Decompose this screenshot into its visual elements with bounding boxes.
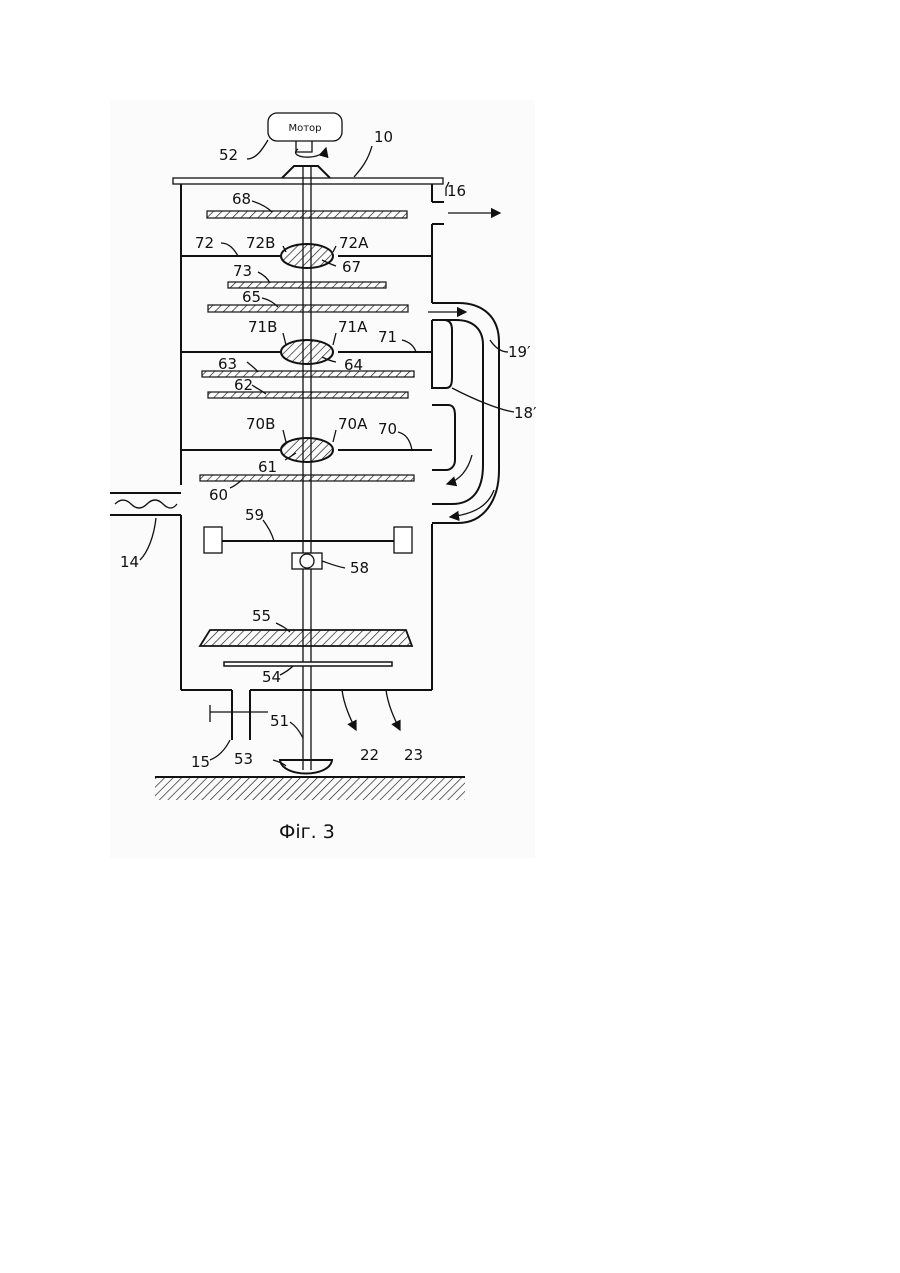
label-71B: 71B [248, 318, 277, 336]
disc-65 [208, 305, 408, 312]
rotor-64 [281, 340, 333, 364]
label-15: 15 [191, 753, 210, 771]
label-59: 59 [245, 506, 264, 524]
label-64: 64 [344, 356, 363, 374]
top-lid [173, 178, 443, 184]
label-70: 70 [378, 420, 397, 438]
label-67: 67 [342, 258, 361, 276]
label-70B: 70B [246, 415, 275, 433]
label-68: 68 [232, 190, 251, 208]
label-73: 73 [233, 262, 252, 280]
label-18: 18′ [514, 404, 537, 422]
label-53: 53 [234, 750, 253, 768]
label-51: 51 [270, 712, 289, 730]
label-55: 55 [252, 607, 271, 625]
label-62: 62 [234, 376, 253, 394]
disc-54 [224, 662, 392, 666]
label-71: 71 [378, 328, 397, 346]
label-72B: 72B [246, 234, 275, 252]
label-72A: 72A [339, 234, 369, 252]
label-58: 58 [350, 559, 369, 577]
disc-55 [200, 630, 412, 646]
label-52: 52 [219, 146, 238, 164]
disc-68 [207, 211, 407, 218]
label-70A: 70A [338, 415, 368, 433]
label-71A: 71A [338, 318, 368, 336]
label-60: 60 [209, 486, 228, 504]
label-72: 72 [195, 234, 214, 252]
rotor-67 [281, 244, 333, 268]
label-19: 19′ [508, 343, 531, 361]
floor-hatch [155, 778, 465, 800]
label-16: 16 [447, 182, 466, 200]
label-65: 65 [242, 288, 261, 306]
label-14: 14 [120, 553, 139, 571]
label-61: 61 [258, 458, 277, 476]
label-23: 23 [404, 746, 423, 764]
label-22: 22 [360, 746, 379, 764]
disc-60 [200, 475, 414, 481]
label-63: 63 [218, 355, 237, 373]
figure-caption: Фіг. 3 [279, 821, 335, 843]
label-10: 10 [374, 128, 393, 146]
motor-label: Мотор [288, 123, 321, 134]
label-54: 54 [262, 668, 281, 686]
